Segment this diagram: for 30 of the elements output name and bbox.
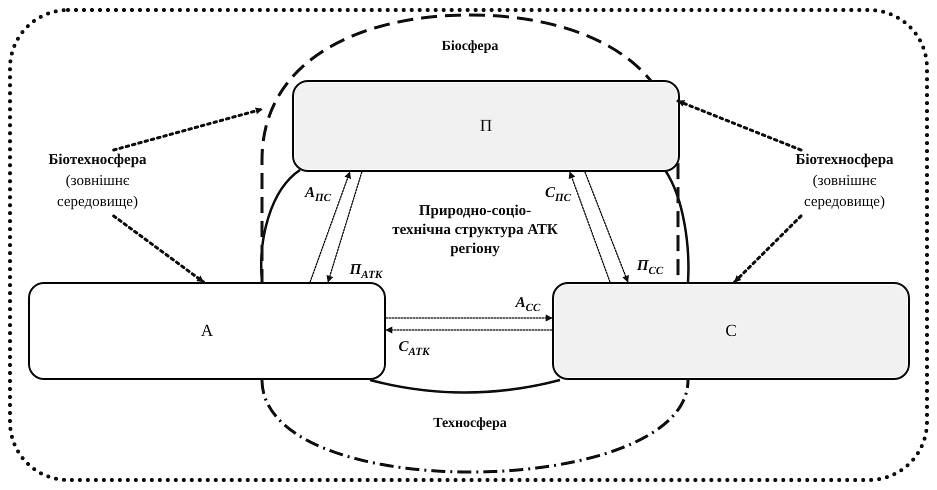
arrow	[326, 171, 362, 283]
zone-title: Біотехносфера	[795, 151, 894, 170]
zone-note: (зовнішнє середовище)	[803, 172, 886, 212]
box-label: П	[480, 116, 492, 136]
process-box	[292, 80, 680, 172]
edge-label: С$_{АТК}$	[398, 340, 430, 358]
dotted-frame	[8, 8, 929, 482]
zone-note: (зовнішнє середовище)	[56, 172, 139, 212]
edge-label: А$_{ПС}$	[305, 186, 331, 204]
edge-label: А$_{СС}$	[516, 296, 540, 314]
box-label: С	[725, 321, 737, 341]
arrow	[385, 326, 553, 334]
region-label: Природно-соціо-технічна структура АТК регіону	[392, 202, 558, 258]
arrow	[676, 100, 802, 152]
region-label: Біосфера	[440, 38, 500, 56]
arrow	[584, 171, 629, 283]
edge-label: С$_{ПС}$	[545, 186, 571, 204]
arrow	[112, 214, 205, 284]
edge-label: П$_{СС}$	[636, 259, 664, 277]
arrow	[309, 171, 351, 283]
region-label: Техносфера	[432, 415, 508, 432]
arrow	[385, 314, 553, 322]
process-box	[552, 282, 910, 380]
arrow	[112, 108, 264, 152]
arrow	[568, 171, 611, 283]
process-box	[28, 282, 386, 380]
edge-label: П$_{АТК}$	[350, 263, 382, 281]
arrow	[733, 214, 802, 284]
zone-title: Біотехносфера	[48, 151, 147, 170]
box-label: А	[200, 321, 214, 341]
